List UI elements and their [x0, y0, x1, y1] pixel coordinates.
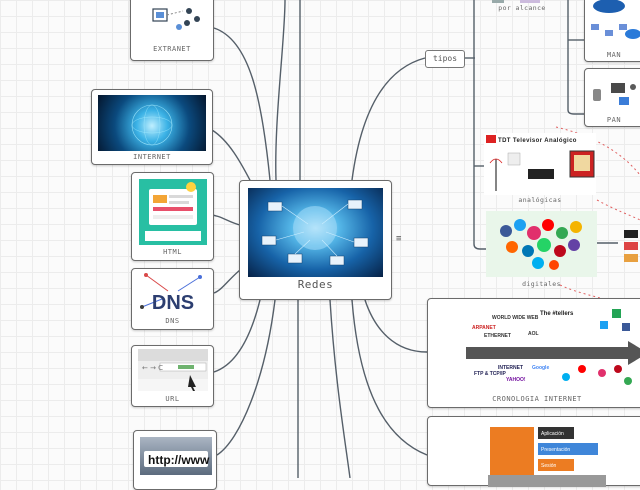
link-extranet [213, 27, 271, 181]
link-cronologia [364, 299, 428, 353]
bottom-box-label-0: Aplicación [541, 431, 564, 437]
analogicas-label: analógicas [518, 196, 562, 204]
analog-tv-image: TDT Televisor Analógico [486, 135, 595, 191]
timeline-label-1: WORLD WIDE WEB [492, 315, 539, 321]
link-dns [213, 269, 241, 294]
internet-globe-image [98, 95, 206, 151]
timeline-label-2: ETHERNET [484, 333, 511, 339]
dns-logo-icon: DNS [140, 273, 202, 314]
http-image: http://www [140, 437, 212, 475]
node-cronologia[interactable]: ARPANET WORLD WIDE WEB ETHERNET The #tel… [427, 298, 640, 408]
node-url[interactable]: ← → C URL [131, 345, 214, 407]
pan-label: PAN [606, 116, 622, 124]
node-dns[interactable]: DNS DNS [131, 268, 214, 330]
bottom-box-label-1: Presentación [541, 447, 570, 453]
pan-devices-image [593, 83, 636, 105]
node-bottom-right[interactable]: Aplicación Presentación Sesión [427, 416, 640, 487]
timeline-label-6: Google [532, 365, 549, 371]
internet-label: INTERNET [133, 153, 171, 161]
menu-icon[interactable]: ≡ [396, 234, 402, 244]
bottom-box-label-2: Sesión [541, 463, 557, 469]
link-bottom-right [351, 299, 428, 456]
link-http [216, 299, 276, 456]
timeline-label-0: ARPANET [472, 325, 496, 331]
url-label: URL [165, 395, 180, 403]
node-analogicas-image[interactable]: TDT Televisor Analógico [484, 133, 596, 195]
timeline-label-5: INTERNET [498, 365, 523, 371]
html-illustration [139, 179, 207, 245]
por-alcance-image [492, 0, 540, 3]
link-pan [567, 0, 584, 115]
tdt-text: TDT Televisor Analógico [498, 138, 577, 144]
timeline-label-4: FTP & TCP/IP [474, 371, 507, 377]
dns-label: DNS [165, 317, 180, 325]
timeline-label-3: The #tellers [540, 311, 574, 317]
por-alcance-label[interactable]: por alcance [498, 4, 546, 12]
man-label: MAN [606, 51, 622, 59]
timeline-label-7: YAHOO! [506, 377, 526, 383]
url-browser-image: ← → C [138, 349, 208, 391]
timeline-graphic: ARPANET WORLD WIDE WEB ETHERNET The #tel… [466, 309, 640, 385]
dns-logo-text: DNS [152, 292, 194, 314]
node-internet[interactable]: INTERNET [91, 89, 213, 165]
social-icons-cloud [500, 219, 582, 270]
node-tipos[interactable]: tipos [425, 50, 465, 68]
node-man[interactable]: MAN [584, 0, 640, 62]
link-tipos-trunk [473, 0, 486, 250]
svg-text:← → C: ← → C [142, 364, 163, 372]
node-pan[interactable]: PAN [584, 68, 640, 127]
timeline-label-8: AOL [528, 331, 539, 337]
http-logo-text: http://www [148, 453, 210, 467]
link-html [209, 214, 241, 226]
cronologia-label: CRONOLOGIA INTERNET [492, 395, 582, 403]
link-url [213, 299, 261, 373]
mind-map-connectors [209, 0, 640, 478]
extranet-diagram-icon [152, 8, 200, 30]
node-extranet[interactable]: EXTRANET [130, 0, 214, 61]
central-network-image [248, 188, 383, 277]
extranet-label: EXTRANET [153, 45, 191, 53]
central-title: Redes [297, 278, 334, 291]
digitales-children-cropped [624, 230, 638, 262]
node-http[interactable]: http://www [133, 430, 217, 490]
link-top-1 [275, 0, 286, 181]
digitales-label: digitales [522, 280, 561, 288]
node-html[interactable]: HTML [131, 172, 214, 261]
html-label: HTML [163, 248, 182, 256]
node-central-redes[interactable]: Redes [239, 180, 392, 300]
man-network-image [591, 0, 640, 39]
node-digitales-image[interactable] [486, 211, 597, 277]
link-tipos [351, 57, 426, 181]
link-bottom-2 [329, 299, 351, 478]
